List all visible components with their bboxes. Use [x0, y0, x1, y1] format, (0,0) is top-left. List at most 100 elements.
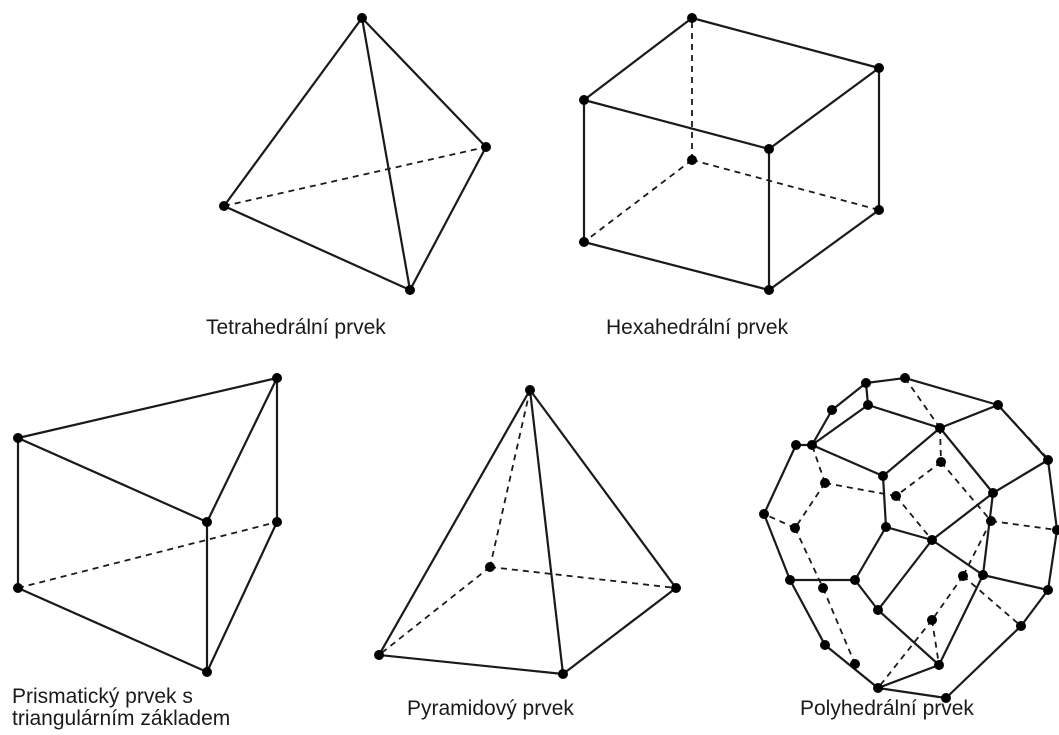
pyramid-node — [558, 669, 568, 679]
poly-edge — [810, 403, 870, 447]
poly-node — [873, 605, 883, 615]
poly-hidden-edge — [962, 575, 1022, 627]
poly-node — [878, 471, 888, 481]
hexa-node — [687, 155, 697, 165]
pyramid-edge — [377, 653, 565, 676]
poly-edge — [944, 624, 1023, 700]
tetra-edge — [408, 145, 488, 292]
tetra-node — [357, 13, 367, 23]
prismatic-element-label-line-2: triangulárním základem — [12, 707, 231, 730]
pyramid-hidden-edge — [378, 566, 491, 656]
poly-node — [1016, 621, 1026, 631]
poly-edge — [853, 525, 888, 582]
hexa-edge — [767, 208, 881, 292]
prism-edge — [16, 436, 209, 524]
hexa-edge — [690, 16, 881, 70]
poly-hidden-edge — [939, 427, 942, 463]
prism-node — [202, 517, 212, 527]
poly-edge — [1046, 458, 1059, 532]
poly-edge — [762, 512, 792, 582]
poly-node — [1043, 585, 1053, 595]
poly-hidden-edge — [931, 619, 940, 666]
hexa-edge — [767, 66, 881, 151]
poly-edge — [876, 663, 941, 690]
poly-node — [927, 615, 937, 625]
poly-node — [785, 575, 795, 585]
poly-hidden-edge — [822, 587, 856, 665]
poly-node — [936, 457, 946, 467]
hexahedral-element-label: Hexahedrální prvek — [606, 316, 789, 339]
pyramid-edge — [528, 388, 565, 676]
poly-hidden-edge — [940, 461, 992, 522]
hexa-node — [874, 63, 884, 73]
poly-edge — [762, 443, 798, 516]
poly-hidden-edge — [877, 619, 933, 689]
poly-hidden-edge — [895, 495, 933, 541]
poly-node — [978, 570, 988, 580]
hexa-hidden-edge — [583, 159, 693, 243]
poly-node — [900, 373, 910, 383]
poly-hidden-edge — [990, 520, 1058, 531]
poly-node — [820, 478, 830, 488]
prismatic-element-label-line-1: Prismatický prvek s — [12, 685, 193, 708]
poly-edge — [881, 474, 888, 529]
prism-edge — [16, 586, 209, 674]
poly-edge — [876, 608, 941, 667]
poly-edge — [876, 538, 934, 612]
poly-hidden-edge — [794, 482, 826, 529]
prism-edge — [16, 376, 279, 440]
poly-node — [958, 571, 968, 581]
tetrahedral-element-label: Tetrahedrální prvek — [206, 316, 386, 339]
tetra-edge — [222, 16, 364, 208]
hexa-node — [687, 13, 697, 23]
poly-node — [1052, 525, 1059, 535]
pyramid-element-figure — [374, 385, 681, 679]
prism-node — [272, 517, 282, 527]
poly-node — [850, 575, 860, 585]
prism-edge — [205, 376, 279, 524]
tetrahedral-element-figure — [219, 13, 491, 295]
poly-node — [790, 523, 800, 533]
poly-hidden-edge — [895, 461, 942, 497]
poly-edge — [866, 403, 942, 430]
poly-hidden-edge — [931, 575, 964, 621]
poly-node — [986, 516, 996, 526]
poly-edge — [938, 426, 995, 495]
prismatic-element-figure — [13, 373, 282, 677]
poly-node — [759, 509, 769, 519]
poly-node — [807, 440, 817, 450]
poly-edge — [930, 538, 985, 577]
hexa-hidden-edge — [691, 159, 880, 211]
tetra-edge — [360, 16, 488, 149]
pyramid-node — [525, 385, 535, 395]
poly-edge — [788, 578, 827, 647]
hexa-node — [764, 144, 774, 154]
poly-node — [988, 488, 998, 498]
prismatic-element-label: Prismatický prvek s triangulárním základ… — [12, 686, 230, 730]
hexa-edge — [582, 16, 694, 102]
pyramid-node — [374, 650, 384, 660]
poly-edge — [991, 458, 1050, 495]
poly-edge — [810, 443, 885, 478]
poly-node — [934, 660, 944, 670]
hexahedral-element-figure — [579, 13, 884, 295]
poly-node — [891, 491, 901, 501]
poly-edge — [981, 573, 1050, 592]
poly-edge — [830, 381, 868, 412]
prism-node — [13, 433, 23, 443]
poly-edge — [903, 376, 1000, 407]
pyramid-edge — [561, 586, 678, 676]
poly-edge — [884, 525, 934, 542]
polyhedral-element-figure — [759, 373, 1059, 703]
poly-edge — [937, 573, 985, 667]
pyramid-edge — [377, 388, 532, 657]
prism-hidden-edge — [17, 521, 278, 589]
polyhedral-element-label: Polyhedrální prvek — [800, 697, 974, 720]
poly-node — [820, 640, 830, 650]
poly-edge — [881, 426, 942, 478]
poly-node — [791, 440, 801, 450]
pyramid-element-label: Pyramidový prvek — [407, 697, 574, 720]
hexa-edge — [582, 240, 771, 292]
pyramid-hidden-edge — [489, 566, 677, 589]
